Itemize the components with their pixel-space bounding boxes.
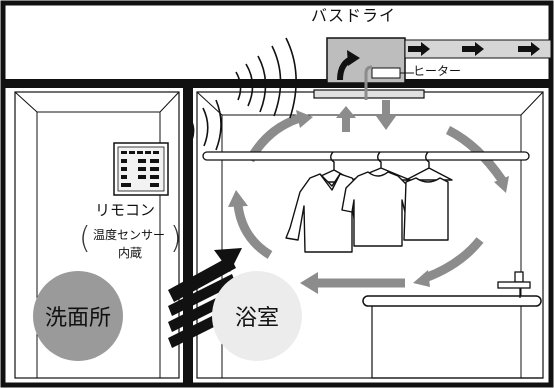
- signal-waves: [189, 37, 297, 151]
- exhaust-arrow: [462, 42, 484, 56]
- paren-open: (: [79, 221, 91, 256]
- airflow-arrowhead: [494, 176, 509, 193]
- exhaust-arrow: [518, 42, 540, 56]
- shirt-right: [403, 177, 449, 241]
- faucet: [497, 271, 531, 298]
- bathroom-label: 浴室: [212, 271, 302, 361]
- airflow-arrowhead: [300, 272, 318, 294]
- shirt-middle: [341, 171, 415, 247]
- circulation-arrows: [233, 113, 506, 288]
- hanger: [405, 151, 453, 181]
- airflow-arrowhead: [296, 110, 313, 128]
- shirt-left-collar: [319, 173, 341, 191]
- clothes-rod: [202, 151, 530, 161]
- vertical-airflow-arrows: [336, 100, 396, 132]
- remote-controller: [113, 142, 169, 196]
- heater-label: ヒーター: [413, 64, 462, 78]
- dryer-name-label: バスドライ: [311, 6, 397, 25]
- door-airflow-arrowhead: [214, 248, 242, 272]
- airflow-arrowhead: [228, 190, 248, 207]
- bathtub: [362, 295, 543, 379]
- washroom-room: [14, 91, 180, 379]
- airflow-down-arrow: [376, 100, 396, 130]
- remote-label: リモコン: [95, 201, 156, 219]
- washroom-label: 洗面所: [33, 271, 123, 361]
- airflow-arrow: [423, 237, 484, 283]
- exhaust-arrow: [408, 42, 430, 56]
- airflow-arrow: [445, 125, 506, 183]
- airflow-up-arrow: [336, 106, 356, 132]
- airflow-arrowhead: [413, 270, 430, 287]
- heater-wire: [364, 65, 373, 100]
- exhaust-arrows: [408, 42, 540, 56]
- sensor-label-line2: 内蔵: [118, 246, 143, 260]
- hanging-clothes: [285, 151, 453, 253]
- circulation-arrowheads: [228, 110, 509, 294]
- airflow-arrow: [233, 204, 273, 259]
- intake-curve-arrowhead: [347, 50, 360, 66]
- sensor-label-line1: 温度センサー: [93, 228, 166, 242]
- paren-close: ): [170, 221, 182, 256]
